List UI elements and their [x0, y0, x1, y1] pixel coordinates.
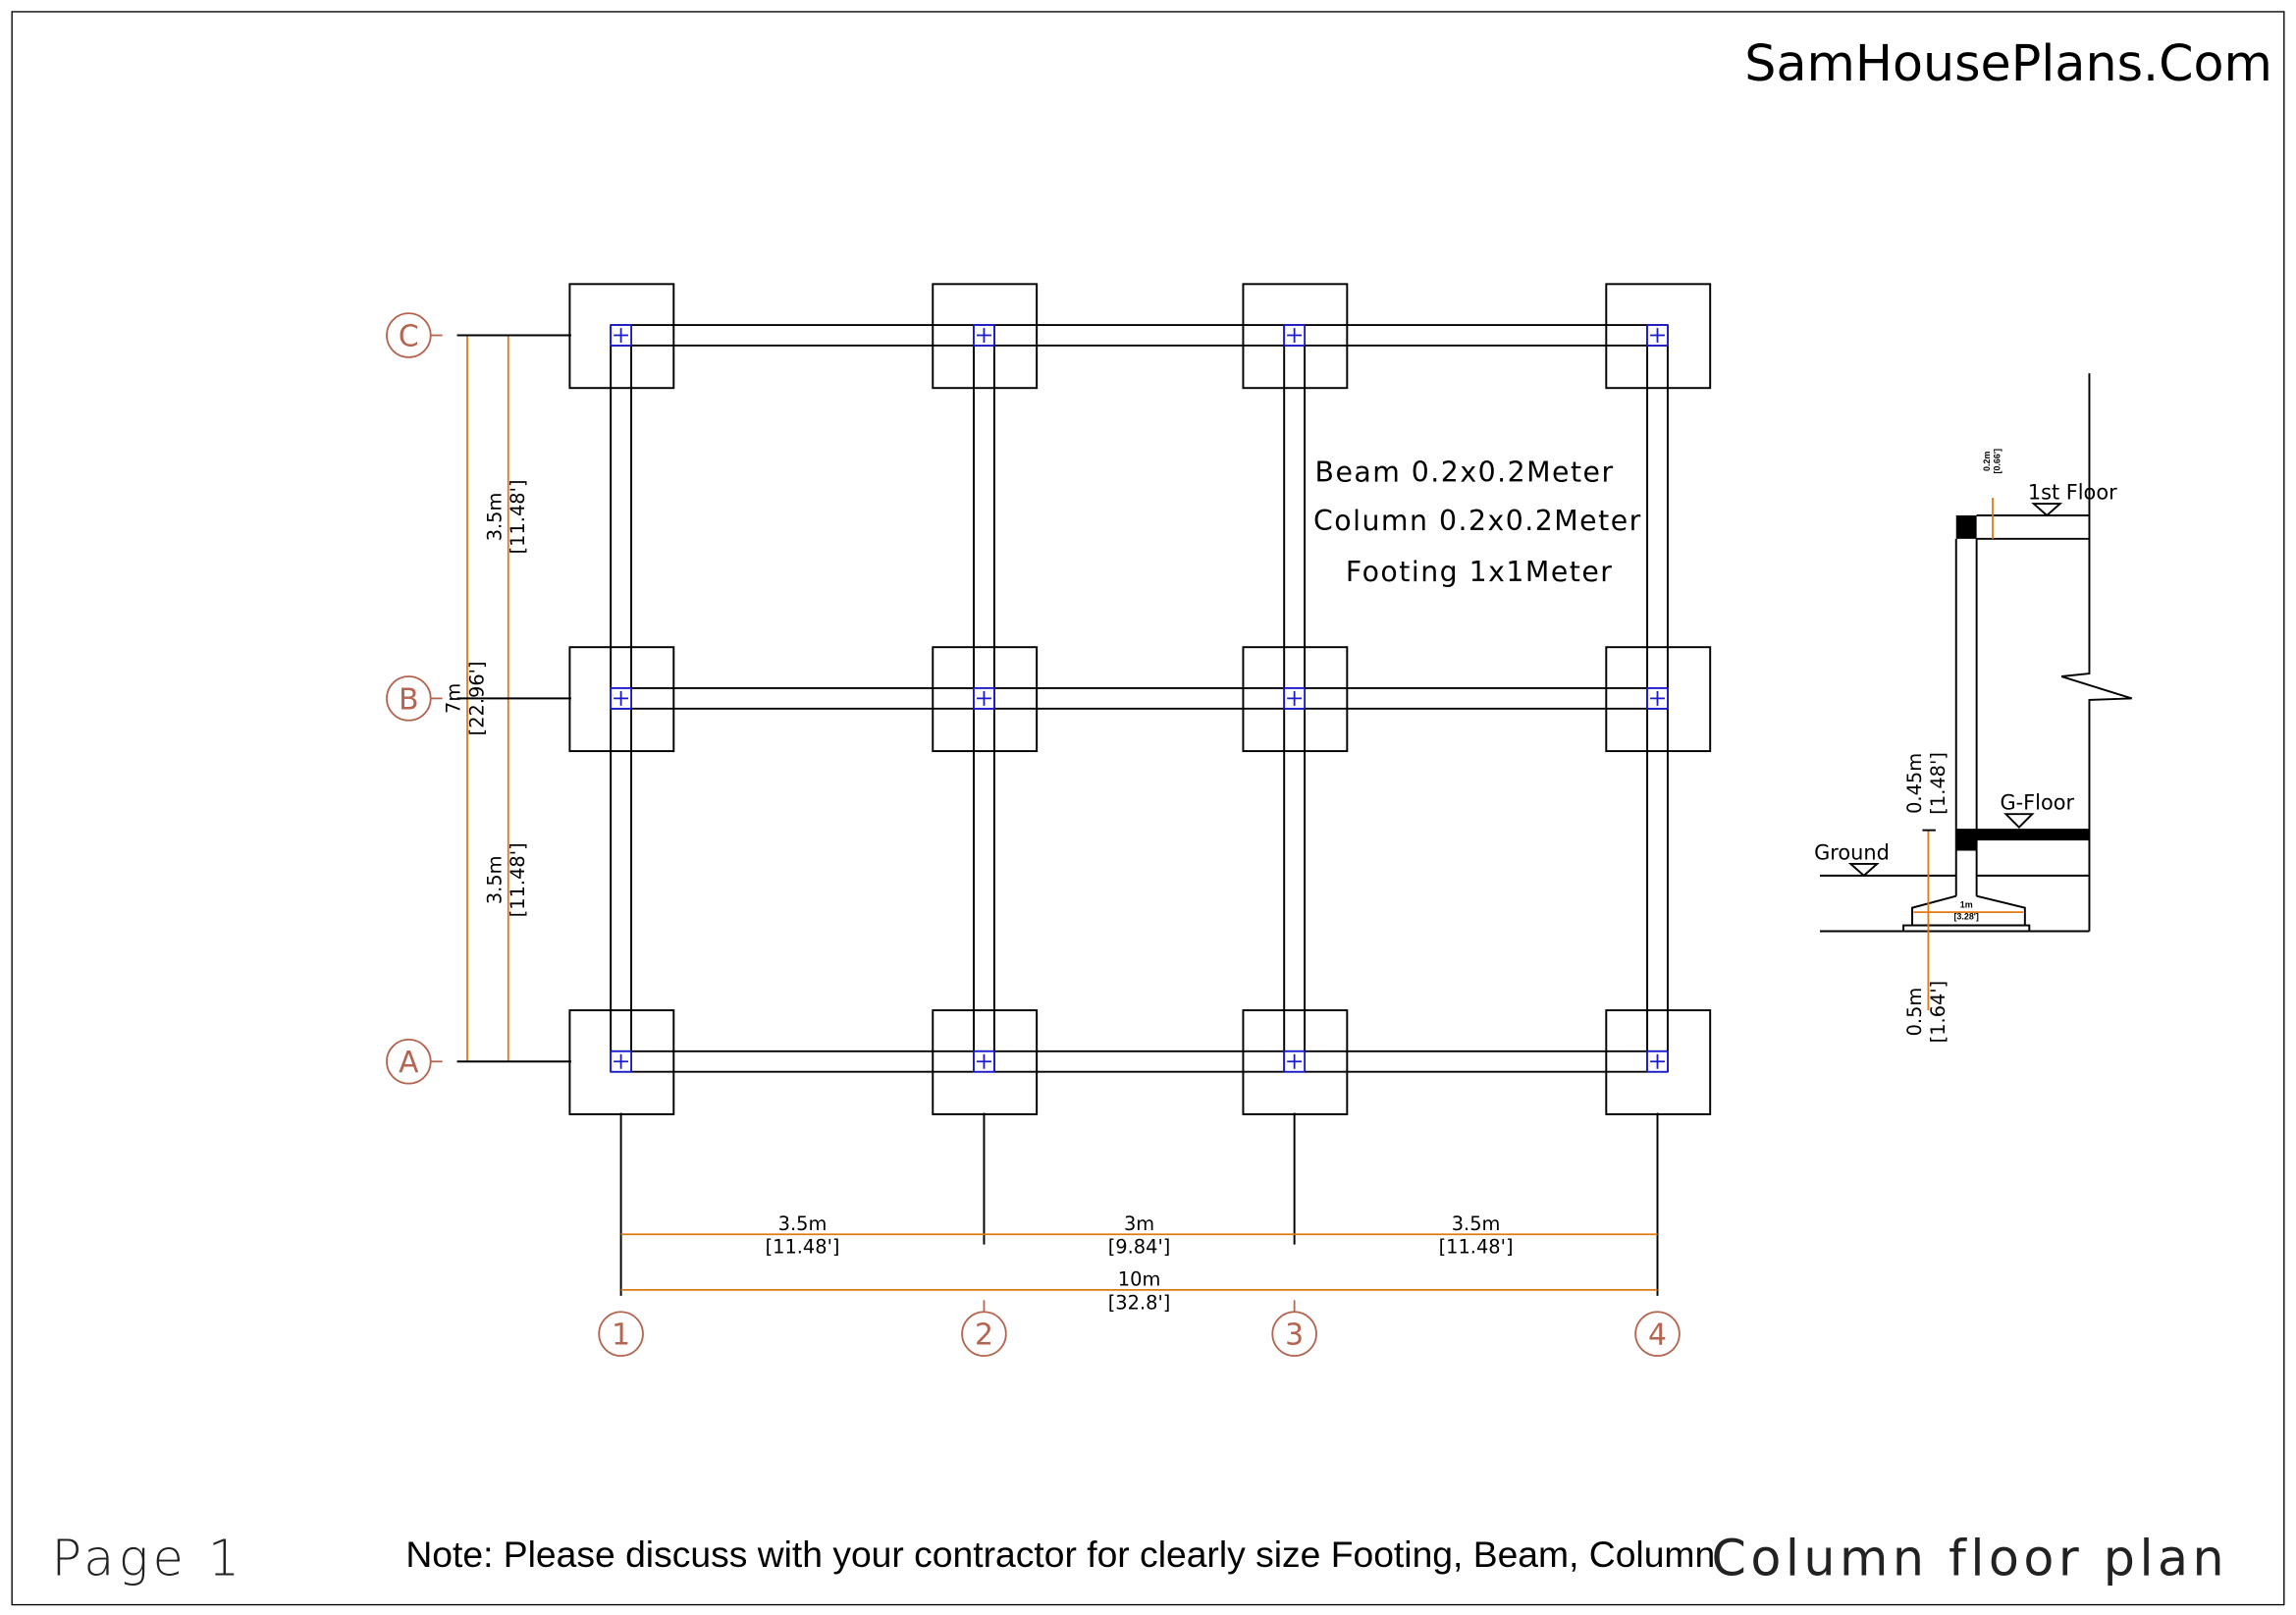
svg-text:3.5m[11.48']: 3.5m[11.48'] — [483, 479, 529, 554]
svg-text:10m[32.8']: 10m[32.8'] — [1108, 1267, 1171, 1314]
beam-dim-ft: [0.66'] — [1992, 449, 2002, 473]
footing — [1242, 646, 1349, 753]
svg-text:4: 4 — [1648, 1319, 1667, 1353]
column-center-mark — [1650, 328, 1665, 343]
grid-bubble-b: B — [386, 675, 443, 722]
grid-bubble-4: 4 — [1634, 1311, 1681, 1357]
footing — [1605, 283, 1712, 390]
column-center-mark — [614, 1053, 629, 1069]
footing-width-m: 1m — [1960, 900, 1973, 910]
g-floor-label: G-Floor — [2000, 791, 2074, 815]
vertical-dimensions: 7m[22.96'] 3.5m[11.48'] 3.5m[11.48'] — [443, 334, 571, 1063]
dim-34-m: 3.5m — [1452, 1212, 1501, 1235]
dim-34-ft: [11.48'] — [1439, 1236, 1514, 1259]
svg-text:B: B — [399, 682, 418, 717]
plinth-dim-m: 0.45m — [1903, 753, 1926, 814]
column-center-mark — [977, 690, 991, 706]
dim-ba-m: 3.5m — [483, 855, 506, 904]
svg-text:1: 1 — [612, 1319, 630, 1353]
svg-text:C: C — [399, 320, 419, 354]
svg-text:1m[3.28']: 1m [3.28'] — [1953, 900, 1978, 922]
svg-text:3m[9.84']: 3m[9.84'] — [1108, 1212, 1171, 1259]
column-center-mark — [1650, 1053, 1665, 1069]
column-center-mark — [1650, 690, 1665, 706]
svg-text:A: A — [399, 1046, 419, 1080]
section-detail: 1st Floor G-Floor Ground 0.2m[0.66'] 0.4… — [1814, 373, 2133, 1044]
column-center-mark — [1287, 690, 1303, 706]
footing — [932, 1009, 1039, 1115]
column-center-mark — [614, 690, 629, 706]
grid-bubble-3: 3 — [1271, 1300, 1317, 1357]
horizontal-dimensions: 3.5m[11.48'] 3m[9.84'] 3.5m[11.48'] 10m[… — [620, 1212, 1658, 1314]
plinth-dim-ft: [1.48'] — [1927, 752, 1949, 815]
footing-depth-m: 0.5m — [1903, 988, 1926, 1037]
column-center-mark — [977, 1053, 991, 1069]
first-floor-label: 1st Floor — [2028, 481, 2117, 505]
dim-total-h-m: 10m — [1118, 1267, 1161, 1290]
spec-notes: Beam 0.2x0.2Meter Column 0.2x0.2Meter Fo… — [1313, 457, 1642, 588]
column-center-mark — [1287, 1053, 1303, 1069]
svg-text:3.5m[11.48']: 3.5m[11.48'] — [1439, 1212, 1514, 1259]
footing — [932, 283, 1039, 390]
grid-bubble-c: C — [386, 312, 443, 358]
dim-12-ft: [11.48'] — [766, 1236, 840, 1259]
footing — [1242, 283, 1349, 390]
footing — [932, 646, 1039, 753]
column-spec: Column 0.2x0.2Meter — [1313, 505, 1642, 537]
footing — [1242, 1009, 1349, 1115]
svg-text:0.5m[1.64']: 0.5m[1.64'] — [1903, 981, 1949, 1044]
grid-bubble-a: A — [386, 1038, 443, 1085]
page-label: Page 1 — [51, 1530, 243, 1588]
grid-bubbles: C B A 1 2 3 4 — [386, 312, 1681, 1357]
svg-text:3: 3 — [1285, 1319, 1304, 1353]
dim-total-h-ft: [32.8'] — [1108, 1291, 1171, 1314]
grid-bubble-1: 1 — [598, 1311, 644, 1357]
svg-text:3.5m[11.48']: 3.5m[11.48'] — [766, 1212, 840, 1259]
ground-label: Ground — [1814, 840, 1890, 864]
svg-text:2: 2 — [975, 1319, 993, 1353]
dim-cb-m: 3.5m — [483, 493, 506, 542]
dim-total-m: 7m — [443, 683, 465, 714]
svg-text:7m[22.96']: 7m[22.96'] — [443, 661, 489, 735]
column-center-mark — [614, 328, 629, 343]
drawing-title: Column floor plan — [1712, 1530, 2229, 1588]
column-center-mark — [977, 328, 991, 343]
sheet-border — [11, 11, 2285, 1606]
beam-spec: Beam 0.2x0.2Meter — [1315, 457, 1615, 489]
dim-23-ft: [9.84'] — [1108, 1236, 1171, 1259]
footing-spec: Footing 1x1Meter — [1346, 556, 1614, 588]
beam-dim-m: 0.2m — [1982, 452, 1992, 471]
svg-text:0.45m[1.48']: 0.45m[1.48'] — [1903, 752, 1949, 815]
dim-cb-ft: [11.48'] — [507, 479, 529, 554]
dim-ba-ft: [11.48'] — [507, 842, 529, 917]
footing-depth-ft: [1.64'] — [1927, 981, 1949, 1044]
footing — [1605, 1009, 1712, 1115]
svg-text:0.2m[0.66']: 0.2m[0.66'] — [1982, 449, 2002, 473]
plan-structure — [568, 283, 1712, 1296]
column-center-mark — [1287, 328, 1303, 343]
site-title: SamHousePlans.Com — [1744, 34, 2272, 92]
footing-width-ft: [3.28'] — [1953, 912, 1978, 922]
dim-23-m: 3m — [1124, 1212, 1154, 1235]
grid-bubble-2: 2 — [961, 1300, 1007, 1357]
footer-note: Note: Please discuss with your contracto… — [405, 1534, 1715, 1575]
dim-total-ft: [22.96'] — [465, 661, 488, 735]
dim-12-m: 3.5m — [778, 1212, 828, 1235]
footing — [1605, 646, 1712, 753]
svg-text:3.5m[11.48']: 3.5m[11.48'] — [483, 842, 529, 917]
